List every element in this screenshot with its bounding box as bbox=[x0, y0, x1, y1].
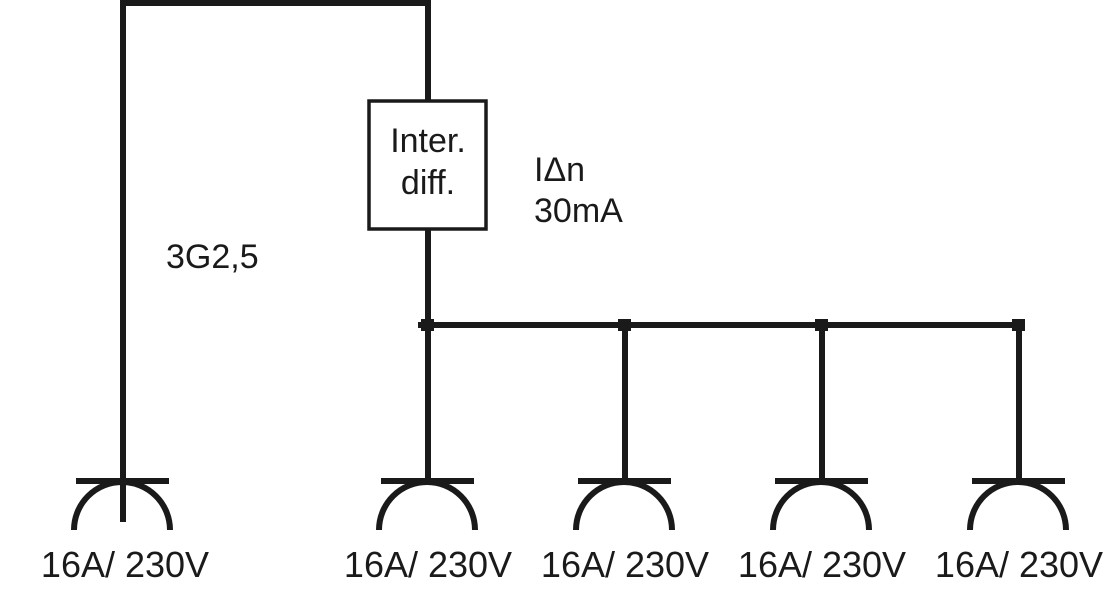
socket-label: 16A/ 230V bbox=[344, 544, 512, 585]
socket-symbol bbox=[967, 478, 1069, 531]
socket-label: 16A/ 230V bbox=[541, 544, 709, 585]
cable-label: 3G2,5 bbox=[166, 238, 259, 276]
socket-symbol bbox=[376, 478, 478, 531]
junction-dot bbox=[618, 319, 631, 331]
socket-symbol bbox=[770, 478, 872, 531]
socket-label: 16A/ 230V bbox=[935, 544, 1103, 585]
junction-dot bbox=[815, 319, 828, 331]
rcd-label-line2: diff. bbox=[401, 164, 455, 202]
supply-wire bbox=[120, 0, 431, 522]
socket-label: 16A/ 230V bbox=[738, 544, 906, 585]
rcd-label-line1: Inter. bbox=[390, 122, 466, 160]
junction-dot bbox=[1012, 319, 1025, 331]
sensitivity-label-line1: IΔn bbox=[534, 151, 585, 189]
socket-symbol bbox=[71, 478, 173, 531]
socket-symbol bbox=[573, 478, 675, 531]
socket-label: 16A/ 230V bbox=[41, 544, 209, 585]
sensitivity-label-line2: 30mA bbox=[534, 192, 623, 230]
junction-dot bbox=[421, 319, 434, 331]
